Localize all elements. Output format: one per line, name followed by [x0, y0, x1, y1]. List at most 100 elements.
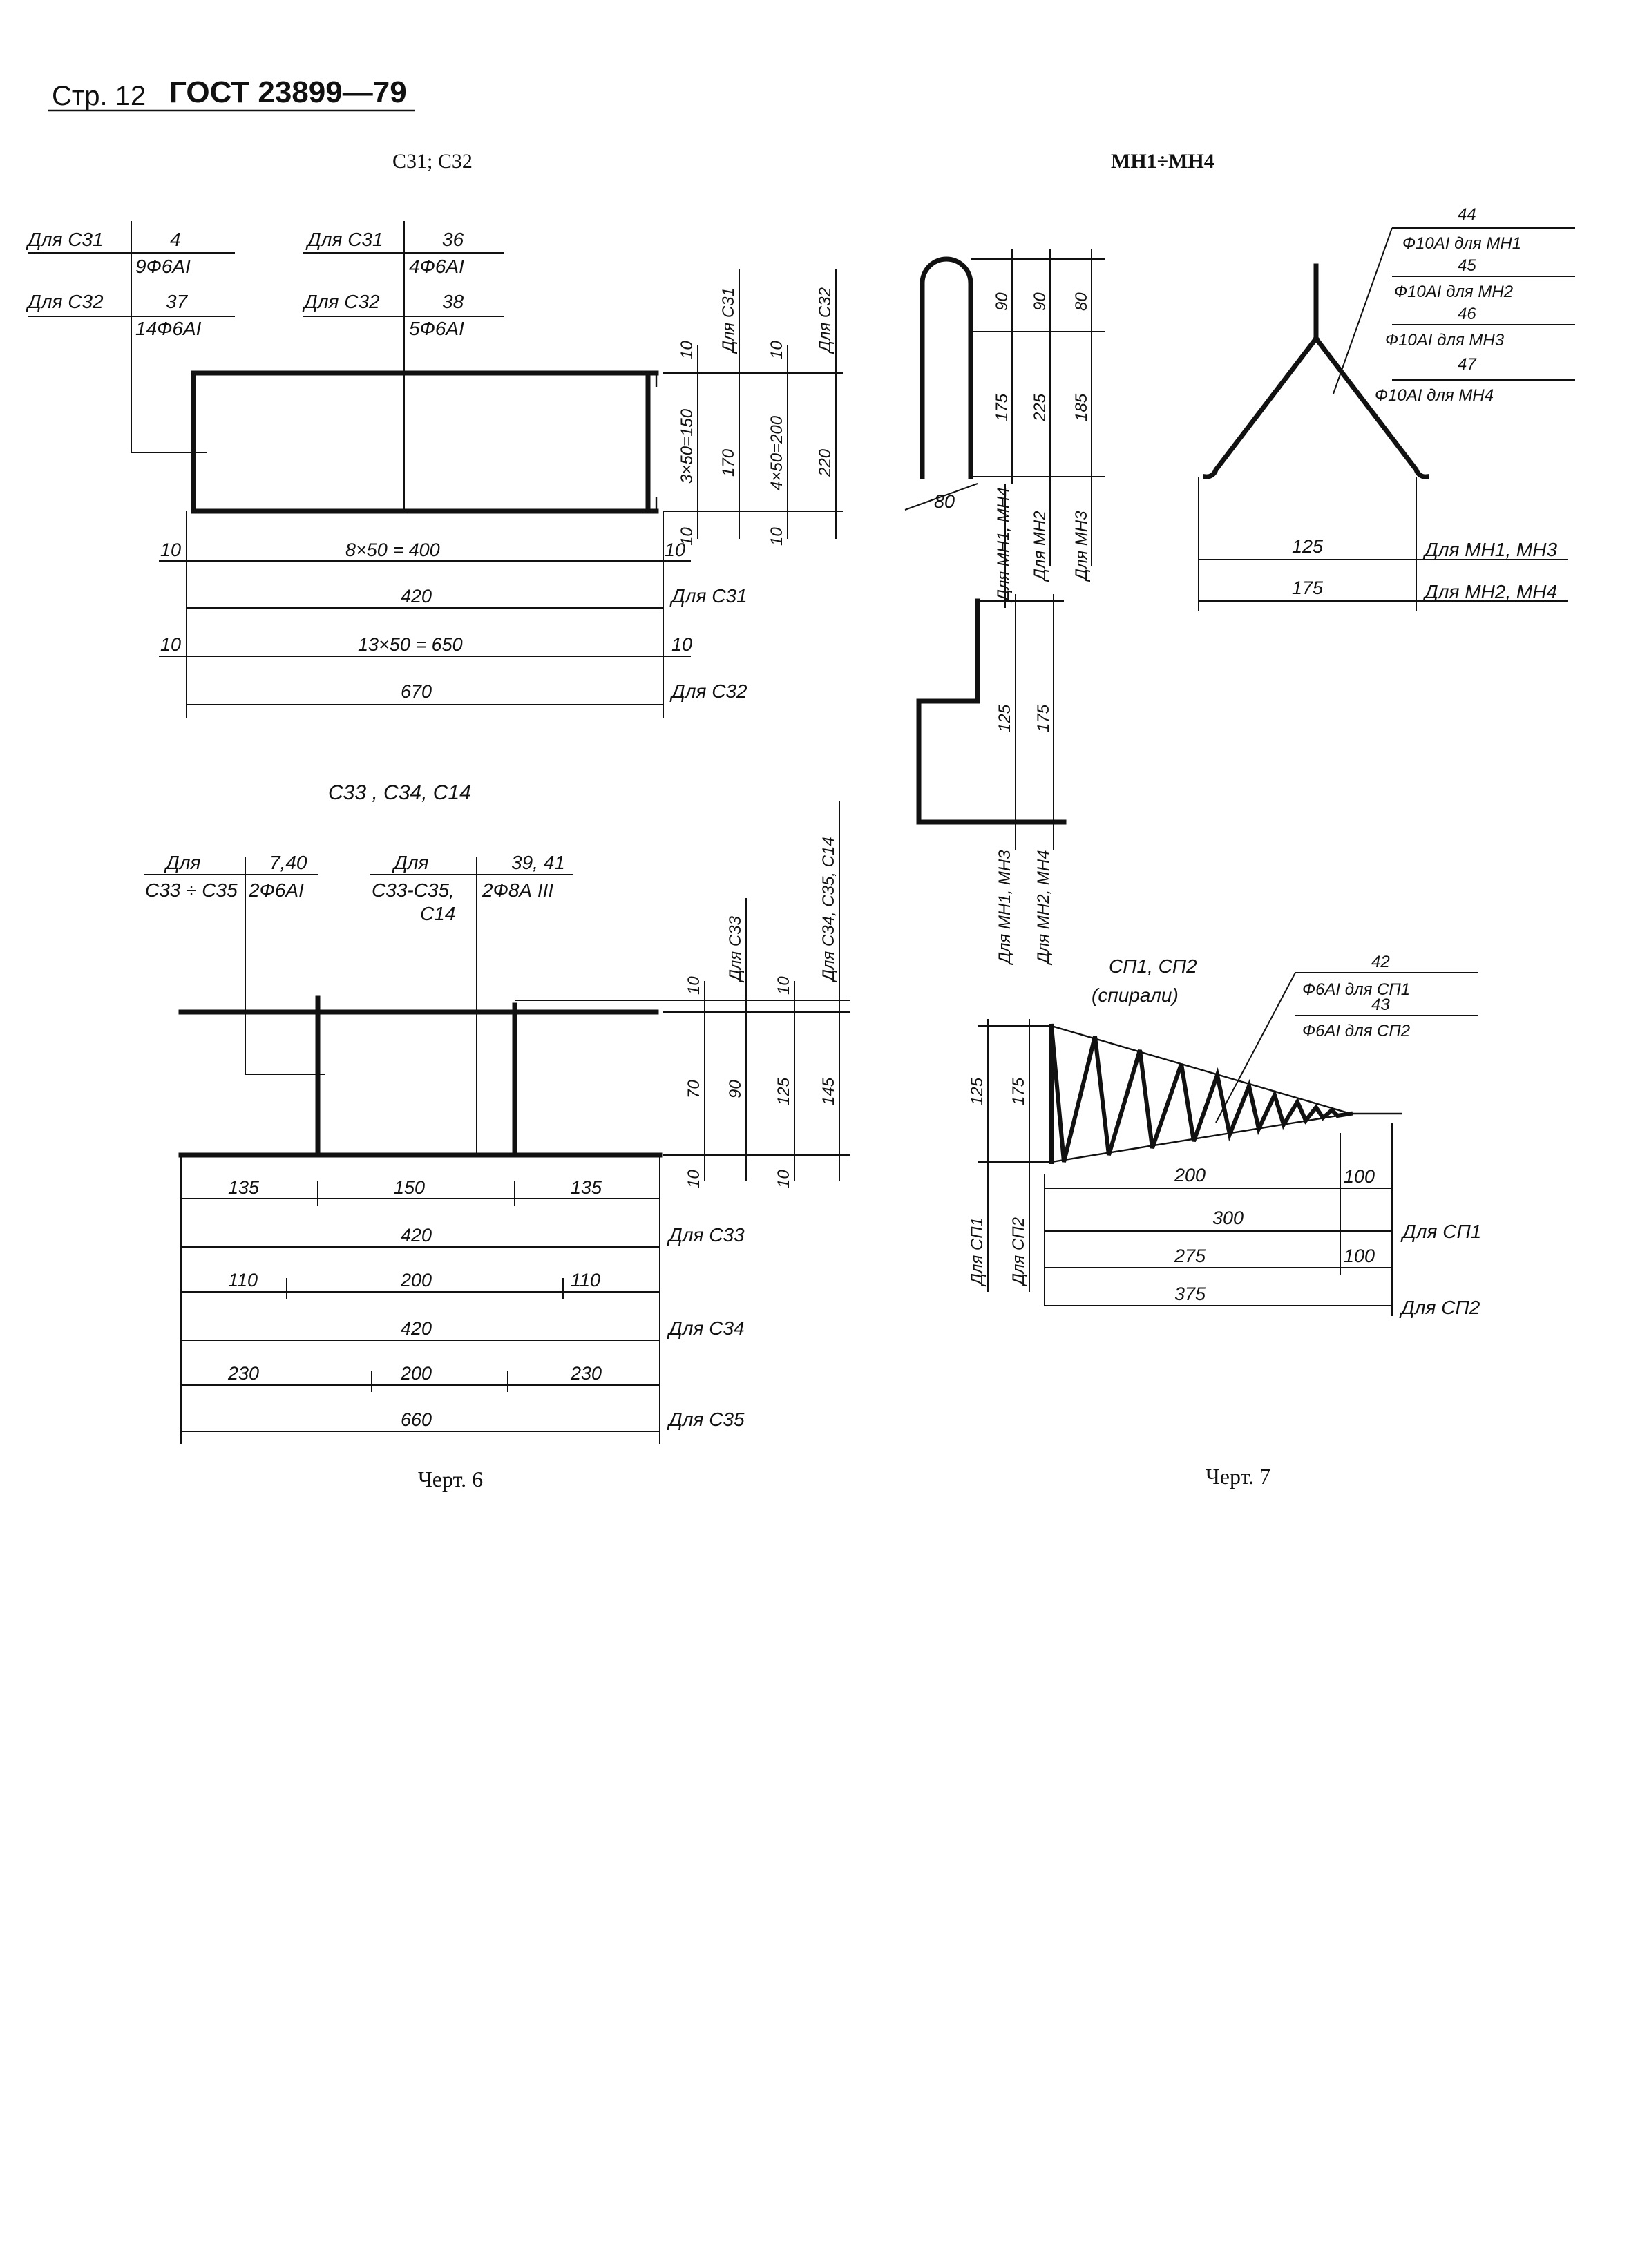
c31-dim-10-left: 10 — [160, 540, 181, 560]
fig-c31-c32-title: С31; С32 — [392, 150, 473, 173]
c33-leader1-bottom-right: 2Ф6АI — [248, 879, 304, 901]
c34-for-label: Для С34, С35, С14 — [819, 837, 838, 983]
spiral-dim-275: 275 — [1174, 1246, 1206, 1266]
mh-leader-spec-mh3: Ф10АI для МН3 — [1385, 331, 1505, 350]
c34-dim-10-top: 10 — [774, 976, 793, 995]
leader2-bottom-right: 38 — [442, 291, 464, 312]
mh-dim-80-bottom: 80 — [934, 491, 955, 512]
spiral-for-sp1: Для СП1 — [1400, 1221, 1481, 1242]
c32-dim-10-top: 10 — [768, 341, 786, 359]
leader-c33-left: Для 7,40 С33 ÷ С35 2Ф6АI — [144, 852, 325, 1075]
c33-vertical-dims: 10 Для С33 10 Для С34, С35, С14 70 90 12… — [663, 801, 850, 1188]
spiral-dim-100-b: 100 — [1344, 1246, 1375, 1266]
step-shape: 125 175 Для МН1, МН3 Для МН2, МН4 — [916, 594, 1067, 966]
leader-c31-c32-right: Для С31 36 4Ф6АI Для С32 38 5Ф6АI — [302, 221, 504, 511]
c31-dim-10-bottom: 10 — [678, 527, 696, 546]
mh-leader-spec-mh1: Ф10АI для МН1 — [1402, 234, 1521, 253]
spiral-shape — [1049, 1023, 1402, 1164]
mh-dim-185: 185 — [1072, 393, 1091, 421]
c32-dim-13x50: 13×50 = 650 — [358, 634, 463, 655]
c32-dim-220: 220 — [816, 448, 835, 477]
c31-dim-10-right: 10 — [665, 540, 685, 560]
mesh-c33 — [178, 995, 850, 1158]
c35-dim-200: 200 — [400, 1363, 432, 1384]
spiral-leader-num-43: 43 — [1371, 995, 1390, 1014]
c32-dim-670: 670 — [401, 681, 432, 702]
mh-leader-num-47: 47 — [1458, 355, 1477, 374]
c31-for-label: Для С31 — [719, 287, 738, 354]
mh-dim-80: 80 — [1072, 292, 1091, 311]
mh-for-mh3: Для МН3 — [1072, 511, 1091, 582]
page-header: Стр. 12 ГОСТ 23899—79 — [48, 75, 415, 112]
leader1-bottom-left: Для С32 — [26, 291, 104, 312]
fig-spirals: СП1, СП2 (спирали) 42 Ф6АI для СП1 43 Ф6… — [968, 953, 1481, 1489]
spiral-leader-num-42: 42 — [1371, 953, 1390, 971]
fig-c33-c34-c14: С33 , С34, С14 Для 7,40 С33 ÷ С35 2Ф6АI … — [144, 781, 850, 1492]
spiral-vert-for-sp2: Для СП2 — [1009, 1217, 1028, 1287]
step-dim-175: 175 — [1034, 704, 1053, 732]
leader1-spec2: 14Ф6АI — [135, 318, 202, 339]
c32-dim-10-right: 10 — [671, 634, 692, 655]
c34-dim-145: 145 — [819, 1077, 838, 1105]
c35-dim-230-right: 230 — [570, 1363, 602, 1384]
c33-leader2-top-left: Для — [392, 852, 429, 873]
step-for-mh2-mh4: Для МН2, МН4 — [1034, 850, 1053, 966]
spiral-vertical-dims: 125 175 Для СП1 Для СП2 — [968, 1019, 1051, 1292]
leader1-top-right: 4 — [170, 229, 181, 250]
spiral-dim-125: 125 — [968, 1077, 987, 1105]
c31-c32-vertical-dims: 10 3×50=150 10 Для С31 170 10 4×50=200 1… — [663, 269, 843, 546]
mh-dim-90-a: 90 — [993, 292, 1011, 311]
c33-dim-420: 420 — [401, 1225, 432, 1246]
c33-leader1-top-left: Для — [164, 852, 201, 873]
c31-dim-10-top: 10 — [678, 341, 696, 359]
figure-caption-7: Черт. 7 — [1206, 1464, 1270, 1489]
mh-leader-num-45: 45 — [1458, 256, 1476, 275]
spiral-dim-375: 375 — [1174, 1284, 1206, 1304]
spiral-title-line2: (спирали) — [1092, 984, 1179, 1006]
c31-c32-horizontal-dims: 10 8×50 = 400 10 420 Для С31 10 13×50 = … — [159, 511, 747, 718]
fig-mh-title: МН1÷МН4 — [1111, 150, 1214, 173]
mh-dim-175: 175 — [993, 393, 1011, 421]
spiral-dim-300: 300 — [1212, 1208, 1244, 1228]
fig-mh1-mh4: МН1÷МН4 90 90 80 175 225 185 80 Для МН1,… — [904, 150, 1575, 966]
spiral-horizontal-dims: 200 100 300 Для СП1 275 100 375 Для СП2 — [1044, 1123, 1481, 1318]
c34-dim-110-right: 110 — [571, 1270, 600, 1290]
c33-dim-135-right: 135 — [571, 1177, 602, 1198]
c33-leader1-top-right: 7,40 — [269, 852, 307, 873]
v-dim-175: 175 — [1292, 578, 1324, 598]
c31-dim-420: 420 — [401, 586, 432, 607]
mh-leader-spec-mh4: Ф10АI для МН4 — [1375, 386, 1494, 405]
c33-dim-150: 150 — [394, 1177, 425, 1198]
v-shape: 125 Для МН1, МН3 175 Для МН2, МН4 — [1198, 263, 1568, 611]
c33-leader2-bottom-left2: С14 — [420, 903, 455, 924]
mh-leader-table: 44 Ф10АI для МН1 45 Ф10АI для МН2 46 Ф10… — [1333, 205, 1575, 405]
c33-dim-90: 90 — [726, 1080, 745, 1098]
leader2-top-left: Для С31 — [305, 229, 383, 250]
mesh-c31-c32 — [191, 370, 659, 514]
leader1-top-left: Для С31 — [26, 229, 104, 250]
spiral-for-sp2: Для СП2 — [1399, 1297, 1480, 1318]
leader2-spec1: 4Ф6АI — [409, 256, 464, 277]
leader2-top-right: 36 — [442, 229, 464, 250]
c34-dim-420: 420 — [401, 1318, 432, 1339]
c32-for-label: Для С32 — [816, 287, 835, 354]
c31-dim-170: 170 — [719, 448, 738, 477]
leader2-spec2: 5Ф6АI — [409, 318, 464, 339]
fig-c33-title: С33 , С34, С14 — [328, 781, 471, 804]
figure-caption-6: Черт. 6 — [418, 1467, 483, 1492]
mh-for-mh1-mh4: Для МН1, МН4 — [994, 487, 1013, 603]
leader1-spec1: 9Ф6АI — [135, 256, 191, 277]
c31-total-label: Для С31 — [669, 585, 747, 607]
c34-total-label: Для С34 — [667, 1317, 745, 1339]
c31-dim-8x50: 8×50 = 400 — [345, 540, 440, 560]
c33-dim-135-left: 135 — [228, 1177, 260, 1198]
c34-dim-10-bottom: 10 — [774, 1170, 793, 1188]
c33-leader2-top-right: 39, 41 — [511, 852, 565, 873]
step-dim-125: 125 — [996, 704, 1014, 732]
c34-dim-110-left: 110 — [228, 1270, 258, 1290]
mh-dim-225: 225 — [1031, 393, 1049, 422]
c33-for-label: Для С33 — [726, 915, 745, 983]
v-for-mh1-mh3: Для МН1, МН3 — [1422, 539, 1557, 560]
c33-horizontal-dims: 135 150 135 420 Для С33 110 200 110 420 … — [180, 1155, 745, 1444]
